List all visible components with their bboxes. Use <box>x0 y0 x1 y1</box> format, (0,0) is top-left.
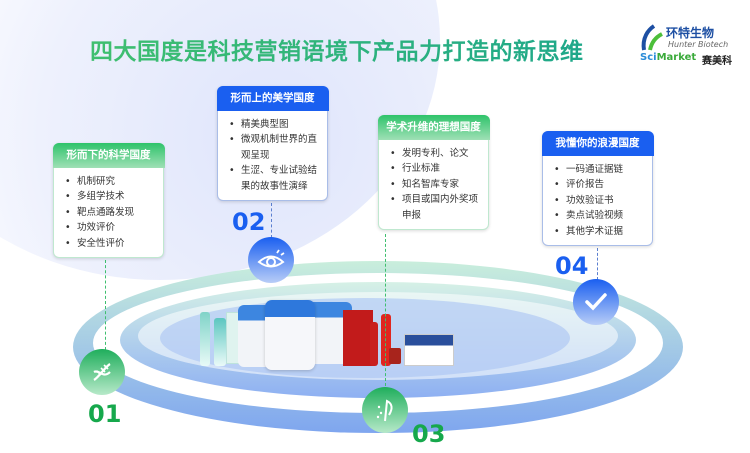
list-item: 一码通证据链 <box>552 162 646 178</box>
list-item: 卖点试验视频 <box>552 208 646 224</box>
list-item: 精美典型图 <box>227 117 321 133</box>
step-number-02: 02 <box>232 208 266 236</box>
card-title: 形而下的科学国度 <box>52 142 165 168</box>
connector-line-04 <box>597 248 598 280</box>
company-logo: 环特生物 Hunter Biotech SciMarket 赛美科 <box>640 24 740 68</box>
step-number-03: 03 <box>412 420 446 448</box>
card-academic-realm: 学术升维的理想国度 发明专利、论文 行业标准 知名智库专家 项目或国内外奖项申报 <box>377 114 490 230</box>
logo-mark-icon <box>641 24 663 51</box>
list-item: 靶点通路发现 <box>63 205 157 221</box>
card-title: 学术升维的理想国度 <box>377 114 490 140</box>
connector-line-01 <box>105 260 106 350</box>
product-image-red-jar <box>389 348 401 364</box>
product-image-supplement-box <box>404 334 454 366</box>
step-number-04: 04 <box>555 252 589 280</box>
page-title: 四大国度是科技营销语境下产品力打造的新思维 <box>90 32 584 66</box>
list-item: 功效验证书 <box>552 193 646 209</box>
list-item: 安全性评价 <box>63 236 157 252</box>
list-item: 其他学术证据 <box>552 224 646 240</box>
list-item: 发明专利、论文 <box>388 146 482 162</box>
dna-icon <box>79 349 125 395</box>
logo-cn-name: 环特生物 <box>666 26 715 40</box>
logo-en-name: Hunter Biotech <box>668 40 729 49</box>
logo-market: Market <box>656 52 697 63</box>
list-item: 项目或国内外奖项申报 <box>388 192 482 223</box>
list-item: 多组学技术 <box>63 189 157 205</box>
list-item: 功效评价 <box>63 220 157 236</box>
list-item: 生涩、专业试验结果的故事性演绎 <box>227 163 321 194</box>
product-image-skincare <box>200 312 210 366</box>
step-number-01: 01 <box>88 400 122 428</box>
sprout-icon <box>362 387 408 433</box>
list-item: 行业标准 <box>388 161 482 177</box>
product-image-milk-can <box>265 300 315 370</box>
card-scientific-realm: 形而下的科学国度 机制研究 多组学技术 靶点通路发现 功效评价 安全性评价 <box>52 142 165 258</box>
logo-sci: Sci <box>640 52 657 63</box>
eye-icon <box>248 237 294 283</box>
logo-scimarket-cn: 赛美科 <box>702 56 732 67</box>
logo-scimarket: SciMarket <box>640 52 696 63</box>
product-image-skincare <box>214 318 226 366</box>
list-item: 微观机制世界的直观呈现 <box>227 132 321 163</box>
connector-line-02 <box>271 203 272 238</box>
product-image-red-tube <box>381 314 391 366</box>
list-item: 评价报告 <box>552 177 646 193</box>
product-image-red-bottle <box>370 322 378 366</box>
card-aesthetic-realm: 形而上的美学国度 精美典型图 微观机制世界的直观呈现 生涩、专业试验结果的故事性… <box>216 85 329 201</box>
card-title: 形而上的美学国度 <box>216 85 329 111</box>
list-item: 知名智库专家 <box>388 177 482 193</box>
product-image-red-box <box>343 310 373 366</box>
card-romantic-realm: 我懂你的浪漫国度 一码通证据链 评价报告 功效验证书 卖点试验视频 其他学术证据 <box>541 130 654 246</box>
check-icon <box>573 279 619 325</box>
list-item: 机制研究 <box>63 174 157 190</box>
card-title: 我懂你的浪漫国度 <box>541 130 654 156</box>
connector-line-03 <box>385 234 386 386</box>
